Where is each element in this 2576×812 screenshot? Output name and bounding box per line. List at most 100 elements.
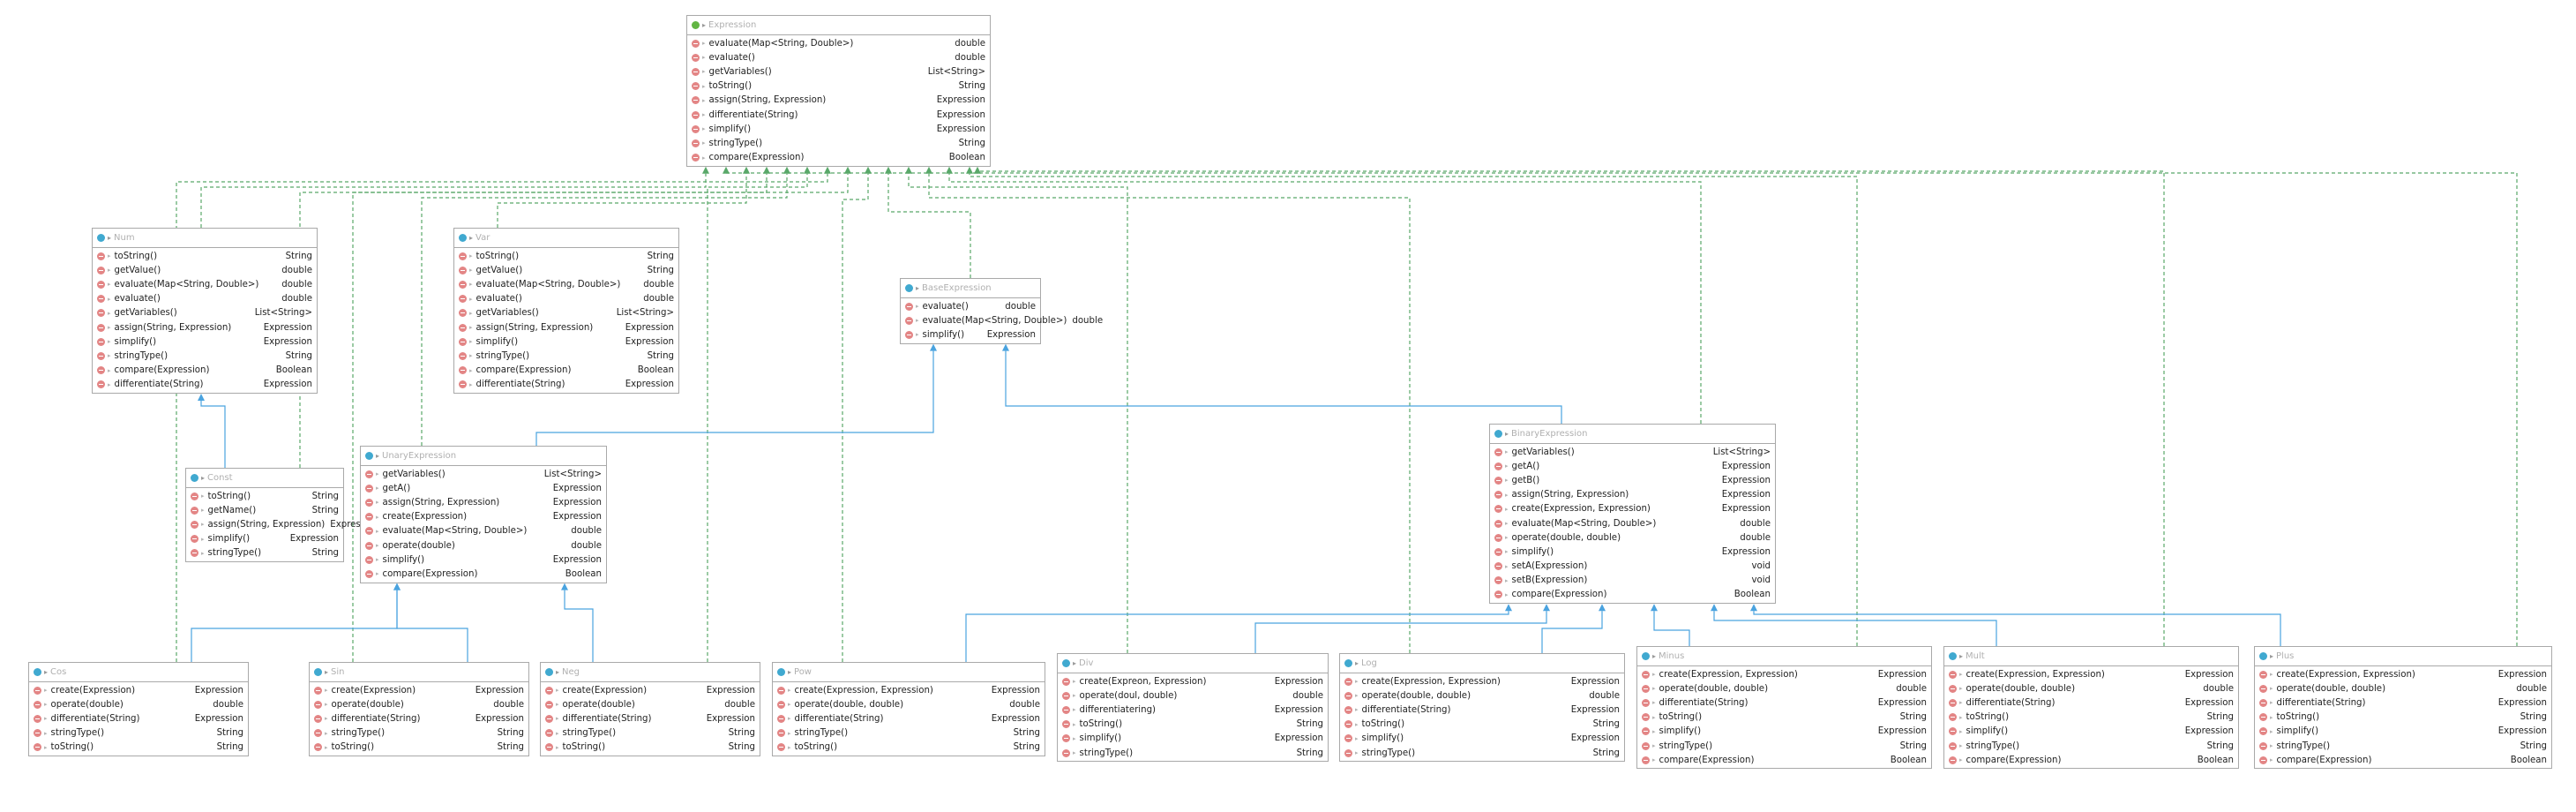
method-row[interactable]: ▸differentiate(String)Expression (310, 711, 528, 726)
method-row[interactable]: ▸getVariables()List<String> (361, 467, 606, 481)
method-row[interactable]: ▸getName()String (186, 503, 343, 517)
class-box-plus[interactable]: ▸Plus▸create(Expression, Expression)Expr… (2254, 646, 2552, 770)
method-row[interactable]: ▸operate(doul, double)double (1058, 688, 1328, 703)
method-row[interactable]: ▸differentiate(String)Expression (29, 711, 248, 726)
class-box-neg[interactable]: ▸Neg▸create(Expression)Expression▸operat… (540, 662, 760, 756)
method-row[interactable]: ▸toString()String (1637, 710, 1931, 725)
method-row[interactable]: ▸evaluate()double (454, 292, 678, 306)
method-row[interactable]: ▸stringType()String (1058, 746, 1328, 760)
method-row[interactable]: ▸getVariables()List<String> (93, 306, 317, 320)
method-row[interactable]: ▸simplify()Expression (93, 335, 317, 349)
method-row[interactable]: ▸create(Expression, Expression)Expressio… (1944, 667, 2238, 681)
method-row[interactable]: ▸create(Expression, Expression)Expressio… (773, 683, 1045, 697)
method-row[interactable]: ▸getVariables()List<String> (454, 306, 678, 320)
class-box-minus[interactable]: ▸Minus▸create(Expression, Expression)Exp… (1636, 646, 1932, 770)
class-box-pow[interactable]: ▸Pow▸create(Expression, Expression)Expre… (772, 662, 1045, 756)
method-row[interactable]: ▸getVariables()List<String> (1490, 445, 1775, 459)
method-row[interactable]: ▸create(Expression, Expression)Expressio… (1490, 502, 1775, 516)
method-row[interactable]: ▸stringType()String (773, 726, 1045, 741)
method-row[interactable]: ▸create(Expression)Expression (29, 683, 248, 697)
method-row[interactable]: ▸differentiate(String)Expression (1340, 703, 1624, 717)
method-row[interactable]: ▸evaluate(Map<String, Double>)double (361, 524, 606, 538)
method-row[interactable]: ▸assign(String, Expression)Expression (186, 517, 379, 531)
method-row[interactable]: ▸evaluate()double (687, 50, 990, 64)
method-row[interactable]: ▸toString()String (310, 741, 528, 755)
method-row[interactable]: ▸getValue()double (93, 263, 317, 277)
method-row[interactable]: ▸compare(Expression)Boolean (687, 151, 990, 165)
method-row[interactable]: ▸compare(Expression)Boolean (454, 364, 678, 378)
method-row[interactable]: ▸compare(Expression)Boolean (1944, 753, 2238, 767)
method-row[interactable]: ▸assign(String, Expression)Expression (93, 320, 317, 335)
class-box-expression[interactable]: ▸Expression▸evaluate(Map<String, Double>… (686, 15, 991, 167)
method-row[interactable]: ▸operate(double)double (310, 697, 528, 711)
method-row[interactable]: ▸stringType()String (2255, 739, 2551, 753)
method-row[interactable]: ▸toString()String (541, 741, 760, 755)
method-row[interactable]: ▸differentiatering)Expression (1058, 703, 1328, 717)
method-row[interactable]: ▸simplify()Expression (1944, 725, 2238, 739)
method-row[interactable]: ▸getVariables()List<String> (687, 64, 990, 79)
method-row[interactable]: ▸differentiate(String)Expression (1637, 695, 1931, 710)
method-row[interactable]: ▸simplify()Expression (2255, 725, 2551, 739)
method-row[interactable]: ▸toString()String (1340, 718, 1624, 732)
method-row[interactable]: ▸stringType()String (687, 136, 990, 150)
method-row[interactable]: ▸toString()String (29, 741, 248, 755)
class-box-unaryexpression[interactable]: ▸UnaryExpression▸getVariables()List<Stri… (360, 446, 607, 583)
method-row[interactable]: ▸stringType()String (1340, 746, 1624, 760)
method-row[interactable]: ▸simplify()Expression (361, 553, 606, 567)
method-row[interactable]: ▸toString()String (687, 79, 990, 94)
method-row[interactable]: ▸create(Expreon, Expression)Expression (1058, 674, 1328, 688)
method-row[interactable]: ▸toString()String (1058, 718, 1328, 732)
method-row[interactable]: ▸compare(Expression)Boolean (1490, 588, 1775, 602)
class-box-cos[interactable]: ▸Cos▸create(Expression)Expression▸operat… (28, 662, 249, 756)
method-row[interactable]: ▸simplify()Expression (1340, 732, 1624, 746)
method-row[interactable]: ▸evaluate(Map<String, Double>)double (901, 313, 1103, 327)
method-row[interactable]: ▸differentiate(String)Expression (687, 108, 990, 122)
method-row[interactable]: ▸evaluate(Map<String, Double>)double (93, 277, 317, 291)
method-row[interactable]: ▸toString()String (2255, 710, 2551, 725)
method-row[interactable]: ▸assign(String, Expression)Expression (687, 94, 990, 108)
method-row[interactable]: ▸evaluate()double (93, 292, 317, 306)
method-row[interactable]: ▸simplify()Expression (1637, 725, 1931, 739)
method-row[interactable]: ▸operate(double)double (541, 697, 760, 711)
method-row[interactable]: ▸differentiate(String)Expression (2255, 695, 2551, 710)
method-row[interactable]: ▸operate(double, double)double (1944, 681, 2238, 695)
method-row[interactable]: ▸toString()String (773, 741, 1045, 755)
class-box-num[interactable]: ▸Num▸toString()String▸getValue()double▸e… (92, 228, 318, 394)
method-row[interactable]: ▸toString()String (1944, 710, 2238, 725)
method-row[interactable]: ▸setA(Expression)void (1490, 560, 1775, 574)
method-row[interactable]: ▸compare(Expression)Boolean (1637, 753, 1931, 767)
class-box-div[interactable]: ▸Div▸create(Expreon, Expression)Expressi… (1057, 653, 1329, 763)
method-row[interactable]: ▸toString()String (454, 249, 678, 263)
method-row[interactable]: ▸getValue()String (454, 263, 678, 277)
class-box-baseexpression[interactable]: ▸BaseExpression▸evaluate()double▸evaluat… (900, 278, 1103, 344)
method-row[interactable]: ▸stringType()String (186, 546, 343, 560)
method-row[interactable]: ▸operate(double, double)double (1490, 530, 1775, 545)
method-row[interactable]: ▸differentiate(String)Expression (93, 378, 317, 392)
method-row[interactable]: ▸operate(double, double)double (1637, 681, 1931, 695)
class-box-binaryexpression[interactable]: ▸BinaryExpression▸getVariables()List<Str… (1489, 424, 1776, 605)
class-box-sin[interactable]: ▸Sin▸create(Expression)Expression▸operat… (309, 662, 529, 756)
method-row[interactable]: ▸simplify()Expression (186, 532, 343, 546)
method-row[interactable]: ▸differentiate(String)Expression (773, 711, 1045, 726)
method-row[interactable]: ▸toString()String (186, 489, 343, 503)
method-row[interactable]: ▸getB()Expression (1490, 473, 1775, 487)
class-box-const[interactable]: ▸Const▸toString()String▸getName()String▸… (185, 468, 379, 562)
method-row[interactable]: ▸create(Expression)Expression (361, 510, 606, 524)
method-row[interactable]: ▸create(Expression)Expression (541, 683, 760, 697)
method-row[interactable]: ▸assign(String, Expression)Expression (1490, 488, 1775, 502)
method-row[interactable]: ▸operate(double)double (29, 697, 248, 711)
method-row[interactable]: ▸operate(double, double)double (2255, 681, 2551, 695)
method-row[interactable]: ▸create(Expression, Expression)Expressio… (1637, 667, 1931, 681)
method-row[interactable]: ▸compare(Expression)Boolean (2255, 753, 2551, 767)
method-row[interactable]: ▸create(Expression, Expression)Expressio… (2255, 667, 2551, 681)
method-row[interactable]: ▸getA()Expression (361, 481, 606, 495)
method-row[interactable]: ▸stringType()String (541, 726, 760, 741)
method-row[interactable]: ▸simplify()Expression (454, 335, 678, 349)
method-row[interactable]: ▸setB(Expression)void (1490, 574, 1775, 588)
method-row[interactable]: ▸compare(Expression)Boolean (93, 364, 317, 378)
method-row[interactable]: ▸create(Expression)Expression (310, 683, 528, 697)
method-row[interactable]: ▸evaluate(Map<String, Double>)double (454, 277, 678, 291)
method-row[interactable]: ▸evaluate()double (901, 299, 1040, 313)
method-row[interactable]: ▸differentiate(String)Expression (541, 711, 760, 726)
method-row[interactable]: ▸stringType()String (1944, 739, 2238, 753)
